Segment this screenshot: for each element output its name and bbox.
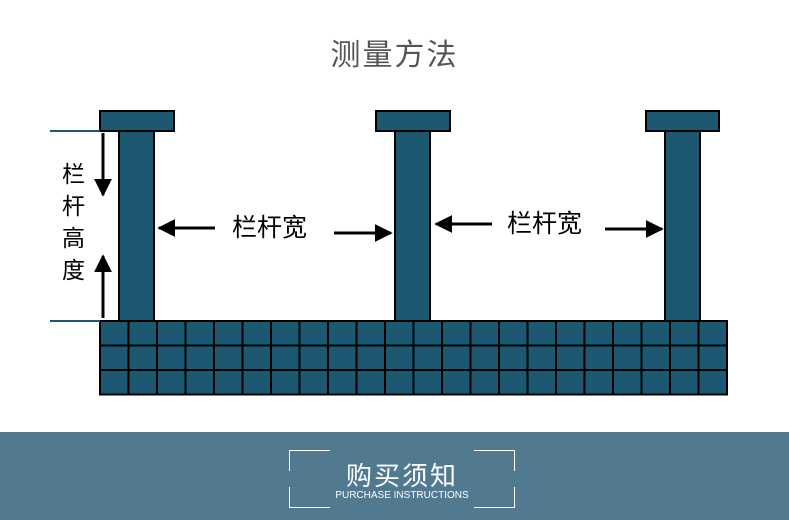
base-block	[241, 344, 272, 371]
base-block	[184, 320, 215, 347]
base-block	[669, 369, 700, 396]
base-block	[327, 344, 358, 371]
base-block	[241, 320, 272, 347]
base-block	[697, 320, 728, 347]
base-block	[99, 320, 130, 347]
base-block	[384, 344, 415, 371]
base-block	[156, 320, 187, 347]
base-block	[298, 320, 329, 347]
base-block	[327, 320, 358, 347]
page-title: 测量方法	[330, 38, 459, 73]
base-block	[99, 344, 130, 371]
post-left	[99, 110, 175, 322]
railing-diagram: 栏 杆 高 度 栏杆宽 栏杆宽	[50, 110, 728, 396]
banner-title: 购买须知	[345, 462, 458, 492]
base-block	[640, 320, 671, 347]
base-block	[184, 344, 215, 371]
base-block	[526, 369, 557, 396]
height-label-char-2: 杆	[62, 194, 85, 220]
base-block	[583, 320, 614, 347]
base-block	[127, 369, 158, 396]
base-block	[669, 320, 700, 347]
base-block	[270, 344, 301, 371]
height-label-char-3: 高	[62, 226, 85, 252]
base-block	[184, 369, 215, 396]
base-block	[298, 369, 329, 396]
base-block	[213, 320, 244, 347]
base-block	[99, 369, 130, 396]
base-block	[355, 320, 386, 347]
base-block	[156, 344, 187, 371]
base-block	[384, 369, 415, 396]
post-middle	[375, 110, 451, 322]
railing-base	[99, 320, 728, 396]
base-block	[669, 344, 700, 371]
base-block	[526, 320, 557, 347]
base-block	[298, 344, 329, 371]
base-block	[612, 369, 643, 396]
base-block	[412, 320, 443, 347]
base-block	[384, 320, 415, 347]
banner-subtitle: PURCHASE INSTRUCTIONS	[335, 490, 469, 501]
base-block	[640, 344, 671, 371]
base-block	[355, 344, 386, 371]
base-block	[498, 369, 529, 396]
base-block	[612, 344, 643, 371]
base-block	[555, 344, 586, 371]
base-block	[213, 369, 244, 396]
base-block	[555, 369, 586, 396]
base-block	[241, 369, 272, 396]
purchase-banner: 购买须知 PURCHASE INSTRUCTIONS	[0, 432, 789, 520]
base-block	[156, 369, 187, 396]
base-block	[355, 369, 386, 396]
base-block	[555, 320, 586, 347]
height-label-char-1: 栏	[62, 162, 85, 188]
base-block	[498, 344, 529, 371]
base-block	[498, 320, 529, 347]
base-block	[441, 344, 472, 371]
base-block	[270, 369, 301, 396]
base-block	[469, 344, 500, 371]
base-block	[697, 344, 728, 371]
width-label-left: 栏杆宽	[232, 213, 307, 242]
base-block	[327, 369, 358, 396]
base-block	[640, 369, 671, 396]
base-block	[213, 344, 244, 371]
base-block	[412, 344, 443, 371]
base-block	[412, 369, 443, 396]
base-block	[127, 344, 158, 371]
base-block	[583, 344, 614, 371]
base-block	[441, 369, 472, 396]
base-block	[441, 320, 472, 347]
banner-frame: 购买须知 PURCHASE INSTRUCTIONS	[289, 450, 515, 508]
base-block	[270, 320, 301, 347]
base-block	[697, 369, 728, 396]
post-right	[645, 110, 720, 322]
width-label-right: 栏杆宽	[507, 209, 582, 238]
base-block	[526, 344, 557, 371]
base-block	[612, 320, 643, 347]
base-block	[469, 369, 500, 396]
base-block	[469, 320, 500, 347]
height-label-char-4: 度	[62, 258, 85, 284]
base-block	[127, 320, 158, 347]
base-block	[583, 369, 614, 396]
